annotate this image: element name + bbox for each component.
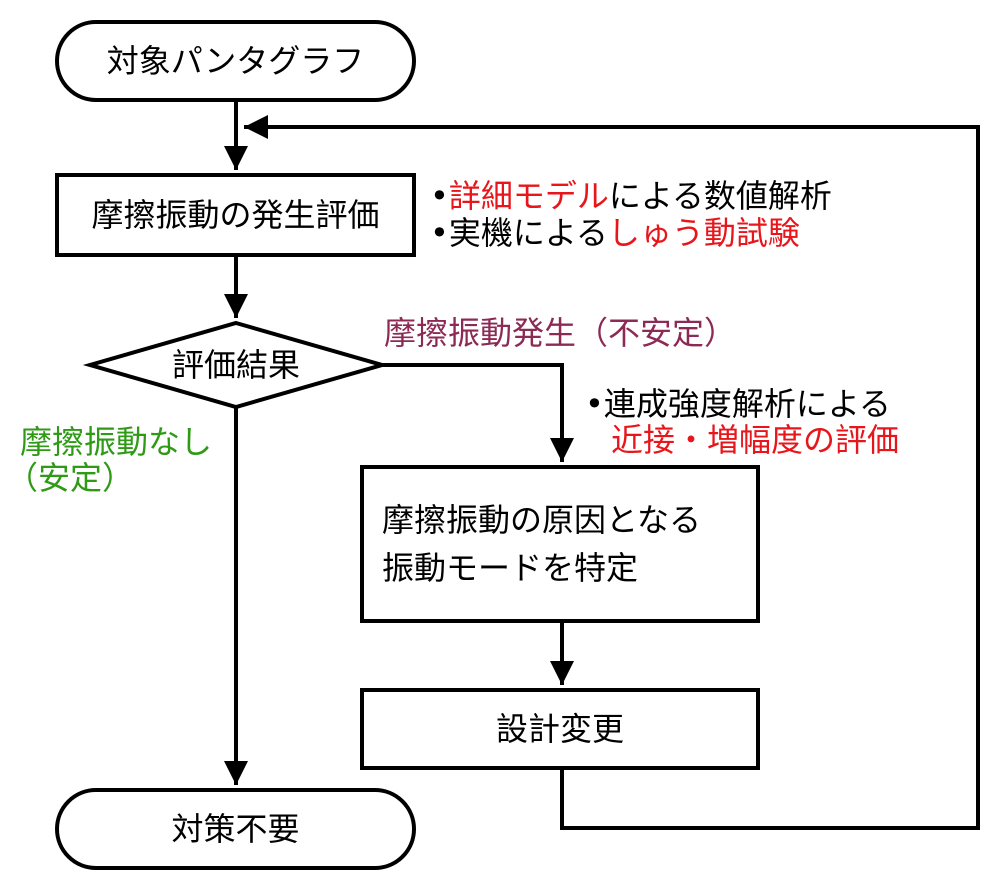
- evaluate-label: 摩擦振動の発生評価: [91, 196, 380, 234]
- identify-process-box: [360, 465, 760, 623]
- bullet: •: [430, 177, 449, 215]
- design-process-box: [360, 688, 760, 770]
- stable-branch-label-line1: 摩擦振動なし: [20, 423, 213, 461]
- evaluate-process-box: [55, 173, 416, 257]
- coupled-analysis-text: 連成強度解析による: [603, 385, 891, 423]
- analysis-note-line1: •連成強度解析による: [585, 384, 891, 424]
- detailed-model-text: 詳細モデル: [448, 177, 609, 215]
- sliding-test-text: しゅう動試験: [607, 214, 800, 252]
- connector-decision-unstable: [382, 363, 574, 462]
- stable-branch-label-line2: （安定）: [6, 459, 135, 497]
- end-label: 対策不要: [171, 810, 300, 848]
- eval-note-line1: •詳細モデルによる数値解析: [430, 176, 832, 216]
- actual-machine-text: 実機による: [448, 214, 608, 252]
- numerical-analysis-text: による数値解析: [608, 177, 832, 215]
- identify-label-line2: 振動モードを特定: [382, 549, 639, 587]
- connector-feedback-loop: [244, 115, 980, 830]
- bullet: •: [430, 214, 449, 252]
- eval-note-line2: •実機によるしゅう動試験: [430, 213, 800, 253]
- bullet: •: [585, 385, 604, 423]
- end-terminal: [55, 788, 416, 870]
- analysis-note-line2: 近接・増幅度の評価: [611, 421, 900, 459]
- decision-label: 評価結果: [171, 346, 300, 384]
- unstable-branch-label: 摩擦振動発生（不安定）: [384, 314, 737, 352]
- design-label: 設計変更: [495, 710, 624, 748]
- identify-label-line1: 摩擦振動の原因となる: [382, 501, 702, 539]
- start-label: 対象パンタグラフ: [106, 42, 365, 80]
